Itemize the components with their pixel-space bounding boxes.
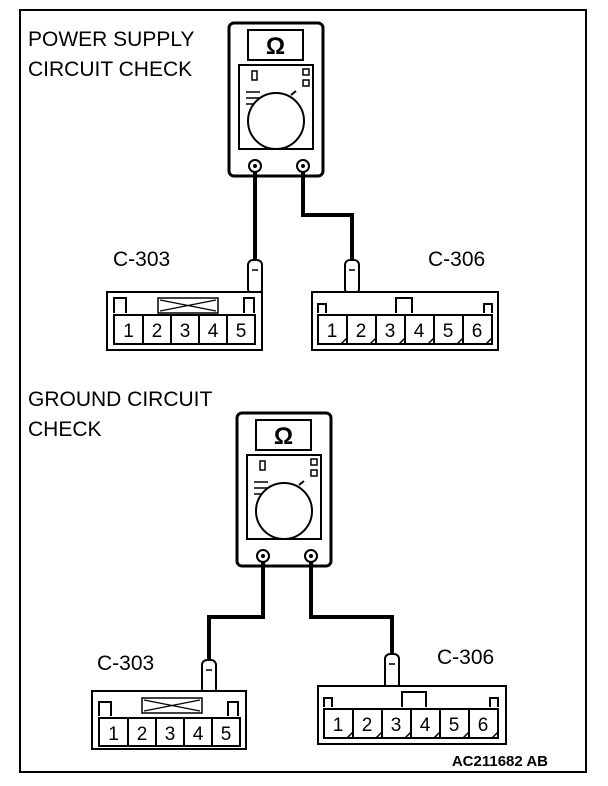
ohmmeter-power-check: Ω <box>227 21 325 178</box>
pin-number: 4 <box>414 321 425 342</box>
connector-c303: 1 2 3 4 5 <box>106 291 263 351</box>
pin-number: 3 <box>180 321 191 342</box>
pin-number: 2 <box>356 321 367 342</box>
power-check-title-line1: POWER SUPPLY <box>28 28 194 51</box>
pin-number: 4 <box>208 321 219 342</box>
power-check-title-line2: CIRCUIT CHECK <box>28 58 192 81</box>
ohm-display-box <box>255 419 312 451</box>
pin-number: 2 <box>362 715 373 736</box>
ohmmeter-ground-check: Ω <box>235 411 333 568</box>
figure-reference-code: AC211682 AB <box>452 753 548 770</box>
pin-number: 6 <box>472 321 483 342</box>
pin-number: 4 <box>420 715 431 736</box>
pin-number: 4 <box>193 724 204 745</box>
ground-check-title-line2: CHECK <box>28 418 102 441</box>
test-lead <box>207 562 265 662</box>
pin-number: 5 <box>449 715 460 736</box>
connector-label-c306: C-306 <box>428 248 485 271</box>
connector-label-c303: C-303 <box>97 652 154 675</box>
connector-c306: 1 2 3 4 5 6 <box>317 685 507 745</box>
connector-c303: 1 2 3 4 5 <box>91 690 247 750</box>
pin-number: 5 <box>443 321 454 342</box>
pin-number: 2 <box>137 724 148 745</box>
pin-number: 1 <box>108 724 119 745</box>
connector-c306: 1 2 3 4 5 6 <box>311 291 499 351</box>
ohm-symbol-icon: Ω <box>274 423 293 450</box>
ohm-display-box <box>247 29 304 61</box>
ohm-symbol-icon: Ω <box>266 33 285 60</box>
pin-number: 3 <box>165 724 176 745</box>
pin-number: 2 <box>152 321 163 342</box>
pin-number: 1 <box>333 715 344 736</box>
pin-number: 5 <box>221 724 232 745</box>
dial-knob-icon <box>255 482 313 540</box>
diagram-frame <box>19 9 587 773</box>
pin-number: 1 <box>327 321 338 342</box>
pin-number: 5 <box>236 321 247 342</box>
connector-label-c306: C-306 <box>437 646 494 669</box>
connector-label-c303: C-303 <box>113 248 170 271</box>
pin-number: 1 <box>123 321 134 342</box>
test-lead <box>301 172 354 262</box>
test-lead <box>309 562 394 656</box>
pin-number: 6 <box>478 715 489 736</box>
pin-number: 3 <box>391 715 402 736</box>
pin-number: 3 <box>385 321 396 342</box>
dial-knob-icon <box>247 92 305 150</box>
ground-check-title-line1: GROUND CIRCUIT <box>28 388 212 411</box>
